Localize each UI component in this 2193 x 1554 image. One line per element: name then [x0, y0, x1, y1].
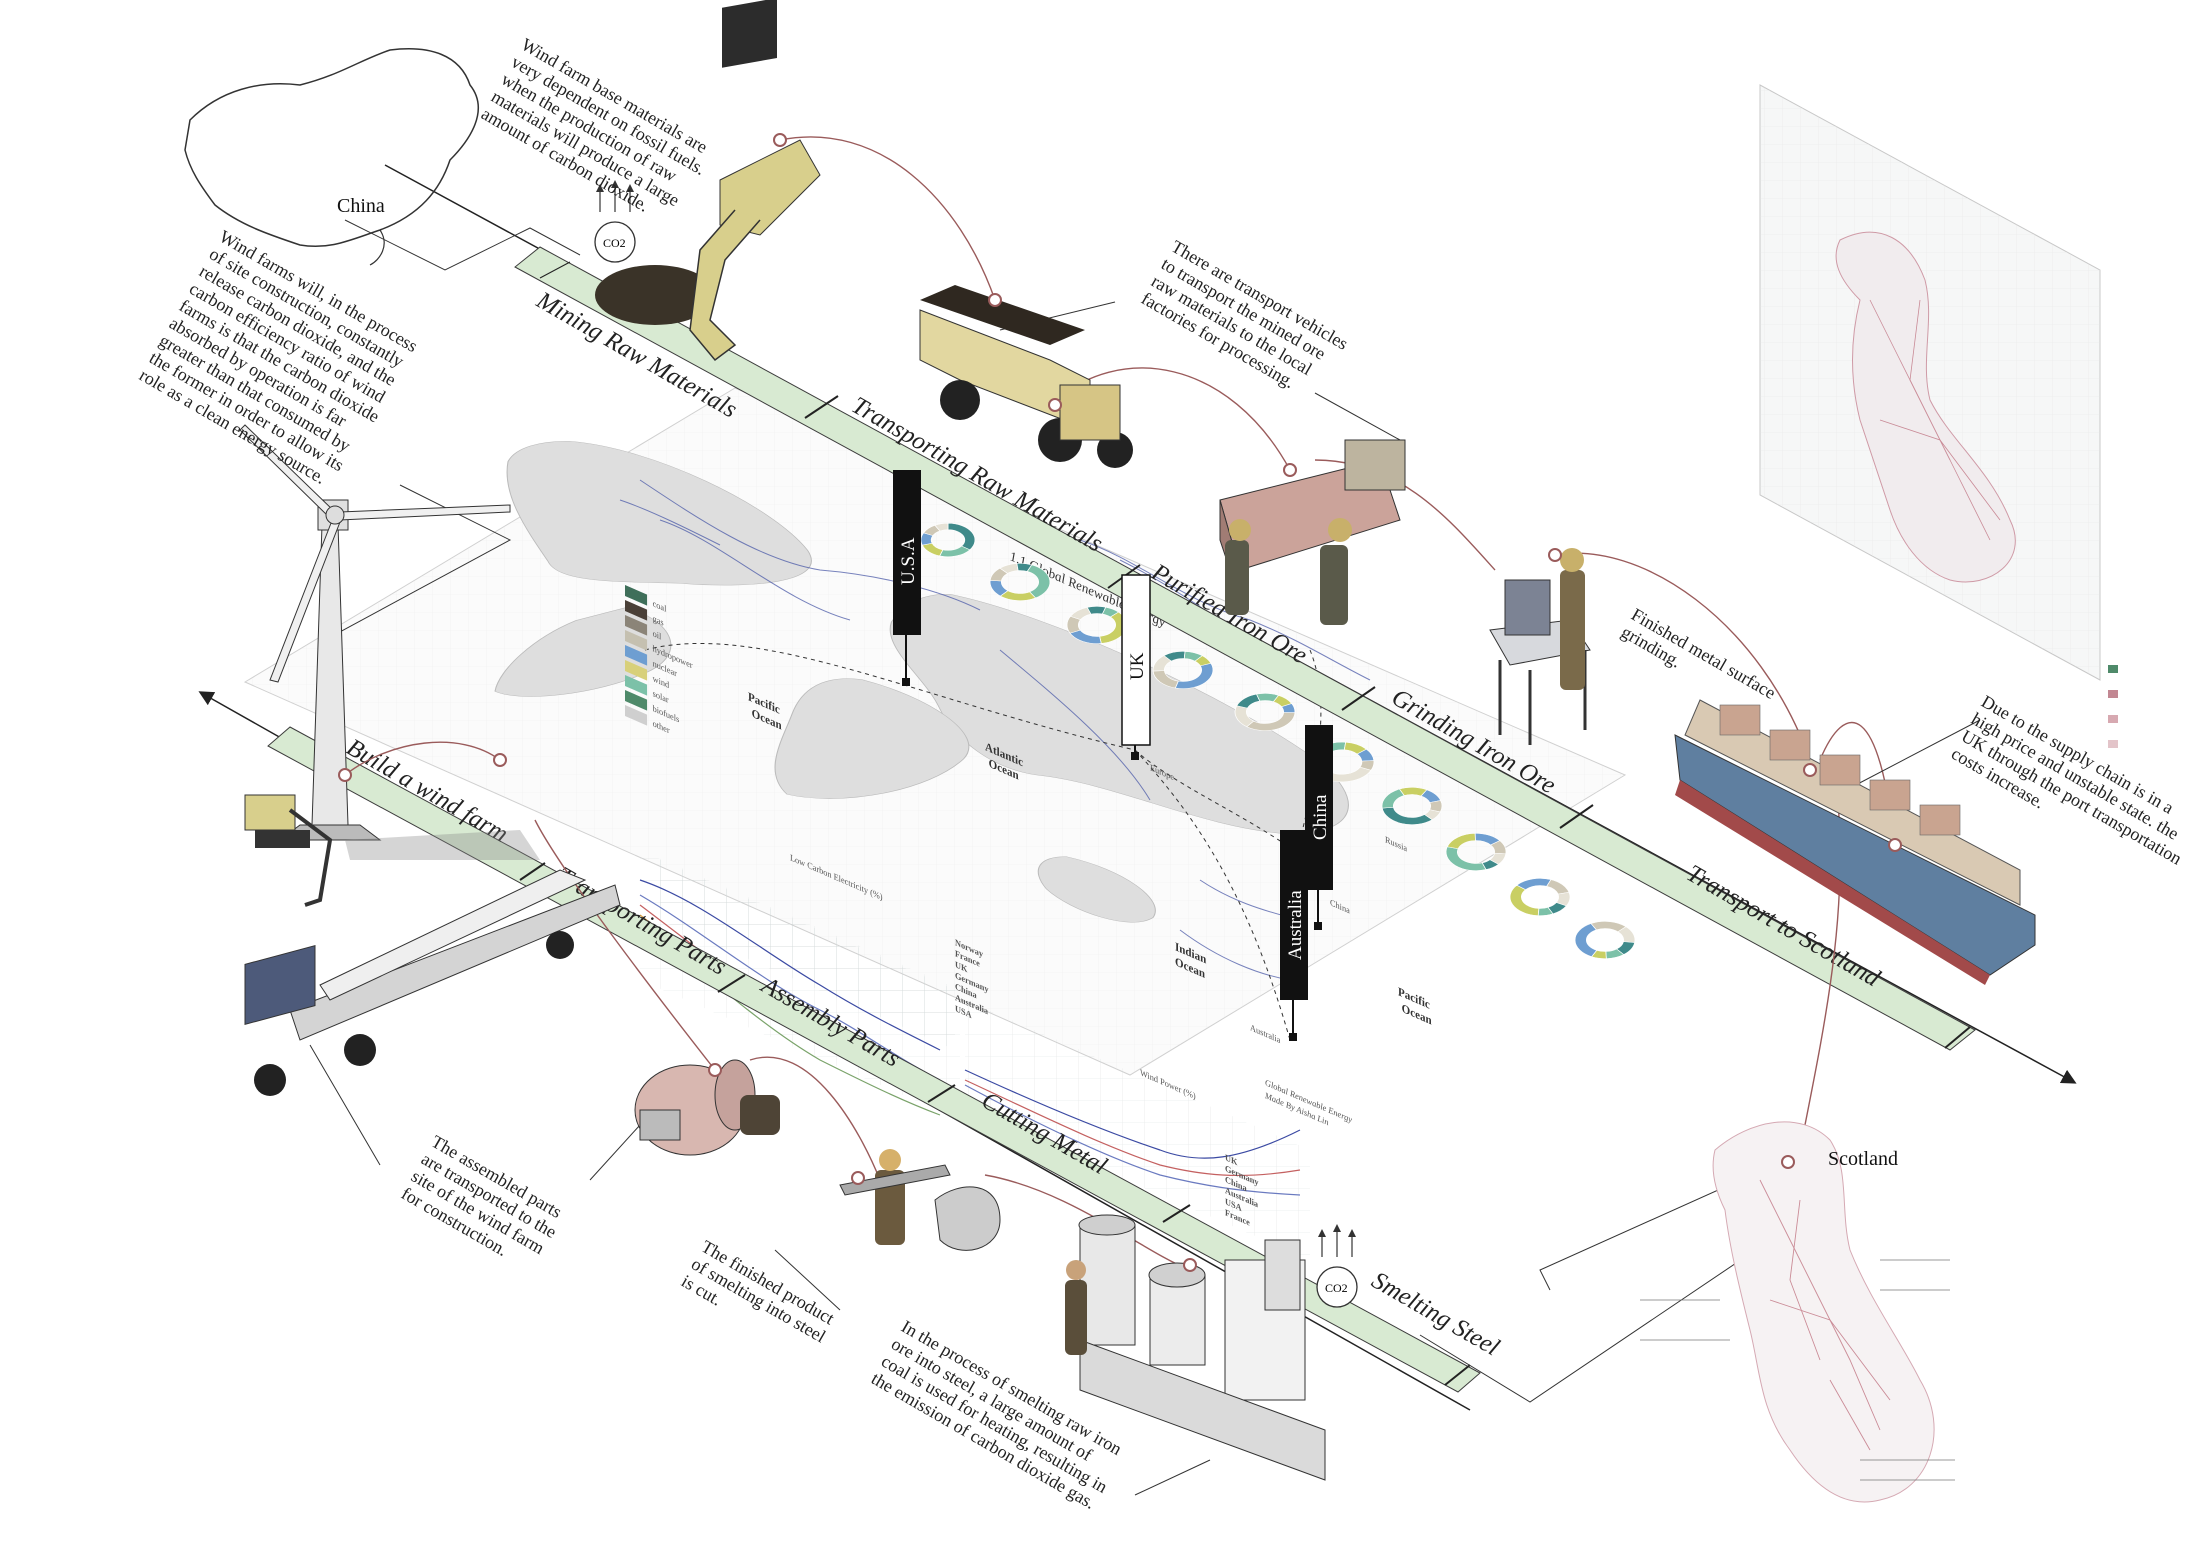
continents [494, 441, 1349, 923]
map-credit: Global Renewable Energy Made By Aisha Li… [1264, 1077, 1354, 1139]
donut-charts [920, 523, 1636, 959]
legend-label: oil [653, 628, 662, 642]
wind-turbine-illustration [239, 424, 540, 860]
legend-swatch [625, 615, 648, 636]
donut-segment [1546, 879, 1570, 895]
band-dividers [519, 395, 1971, 1386]
south-america-shape [494, 606, 672, 697]
donut-segment [1423, 809, 1441, 821]
lower-band [267, 726, 1481, 1393]
uk-map-top-right [1759, 84, 2118, 748]
uk-map-bottom-right: Scotland [1640, 1121, 1955, 1503]
co2-marker-mining: CO2 [594, 180, 636, 263]
ocean-label-pacific-east: PacificOcean [1398, 984, 1432, 1028]
blade-truck-illustration [244, 753, 621, 1096]
donut-chart [1509, 878, 1571, 916]
flag-usa: U.S.A [893, 470, 921, 686]
note-assembled-parts: The assembled partsare transported to th… [398, 1131, 570, 1277]
donut-chart [1234, 693, 1296, 731]
flag-australia: Australia [1280, 830, 1308, 1041]
legend-swatch [625, 705, 648, 726]
china-outline-map: China [184, 48, 480, 266]
donut-segment [934, 523, 949, 532]
leader-lines [309, 219, 1981, 1496]
legend-swatch [625, 585, 648, 606]
ore-purifier-illustration [1219, 439, 1406, 625]
donut-segment [1516, 878, 1552, 891]
donut-segment [1359, 760, 1375, 771]
smelting-factory-illustration [1065, 1214, 1326, 1481]
donut-segment [1574, 923, 1598, 958]
donut-segment [1537, 907, 1554, 916]
flag-uk: UK [1121, 574, 1151, 760]
svg-text:CO2: CO2 [603, 236, 626, 250]
donut-chart [1574, 921, 1636, 959]
flag-china: China [1305, 725, 1333, 930]
donut-chart [1445, 833, 1507, 871]
svg-text:China: China [1310, 794, 1331, 840]
legend-swatch [625, 660, 648, 681]
donut-segment [1194, 655, 1212, 667]
donut-segment [1591, 950, 1607, 959]
donut-chart [1381, 787, 1443, 825]
svg-text:CO2: CO2 [1325, 1281, 1348, 1295]
donut-chart [920, 523, 976, 557]
scotland-marker [1781, 1155, 1795, 1169]
donut-chart [1152, 651, 1214, 689]
legend-swatch [625, 630, 648, 651]
generator-illustration [634, 1059, 780, 1156]
donut-chart [989, 563, 1051, 601]
legend-label: gas [653, 613, 664, 628]
australia-shape [1037, 856, 1156, 923]
note-transport: There are transport vehiclesto transport… [1138, 236, 1352, 405]
note-windfarm: Wind farms will, in the processof site c… [136, 226, 423, 496]
country-flags: U.S.A UK China Australia [893, 470, 1333, 1041]
region-label-australia: Australia [1250, 1022, 1280, 1045]
co2-marker-smelting: CO2 [1316, 1224, 1358, 1308]
donut-chart [1066, 606, 1128, 644]
donut-segment [1016, 563, 1033, 572]
excavator-illustration [595, 0, 821, 362]
donut-segment [1481, 859, 1499, 870]
note-mining: Wind farm base materials arevery depende… [478, 34, 719, 231]
legend-swatch [625, 600, 648, 621]
scotland-label: Scotland [1828, 1148, 1898, 1170]
donut-segment [1101, 606, 1120, 618]
grinding-machine-illustration [1489, 548, 1591, 745]
north-america-shape [506, 441, 812, 586]
note-cut-steel: The finished productof smelting into ste… [678, 1236, 839, 1364]
container-ship-illustration [1674, 699, 2036, 985]
svg-text:U.S.A: U.S.A [898, 537, 919, 585]
svg-text:Australia: Australia [1285, 890, 1306, 960]
wind-power-chart: Wind Power (%) UKGermanyChinaAustraliaUS… [964, 1000, 1310, 1260]
donut-segment [1281, 703, 1296, 713]
africa-shape [774, 678, 970, 799]
dump-truck-illustration [919, 285, 1133, 468]
legend-swatch [625, 645, 648, 666]
legend-swatch [625, 675, 648, 696]
china-label: China [337, 195, 385, 217]
small-excavator-illustration [244, 794, 333, 907]
svg-text:UK: UK [1127, 652, 1148, 680]
cutting-worker-illustration [839, 1149, 1001, 1251]
upper-band [514, 246, 1976, 1051]
legend-swatch [625, 690, 648, 711]
donut-segment [1509, 884, 1540, 916]
